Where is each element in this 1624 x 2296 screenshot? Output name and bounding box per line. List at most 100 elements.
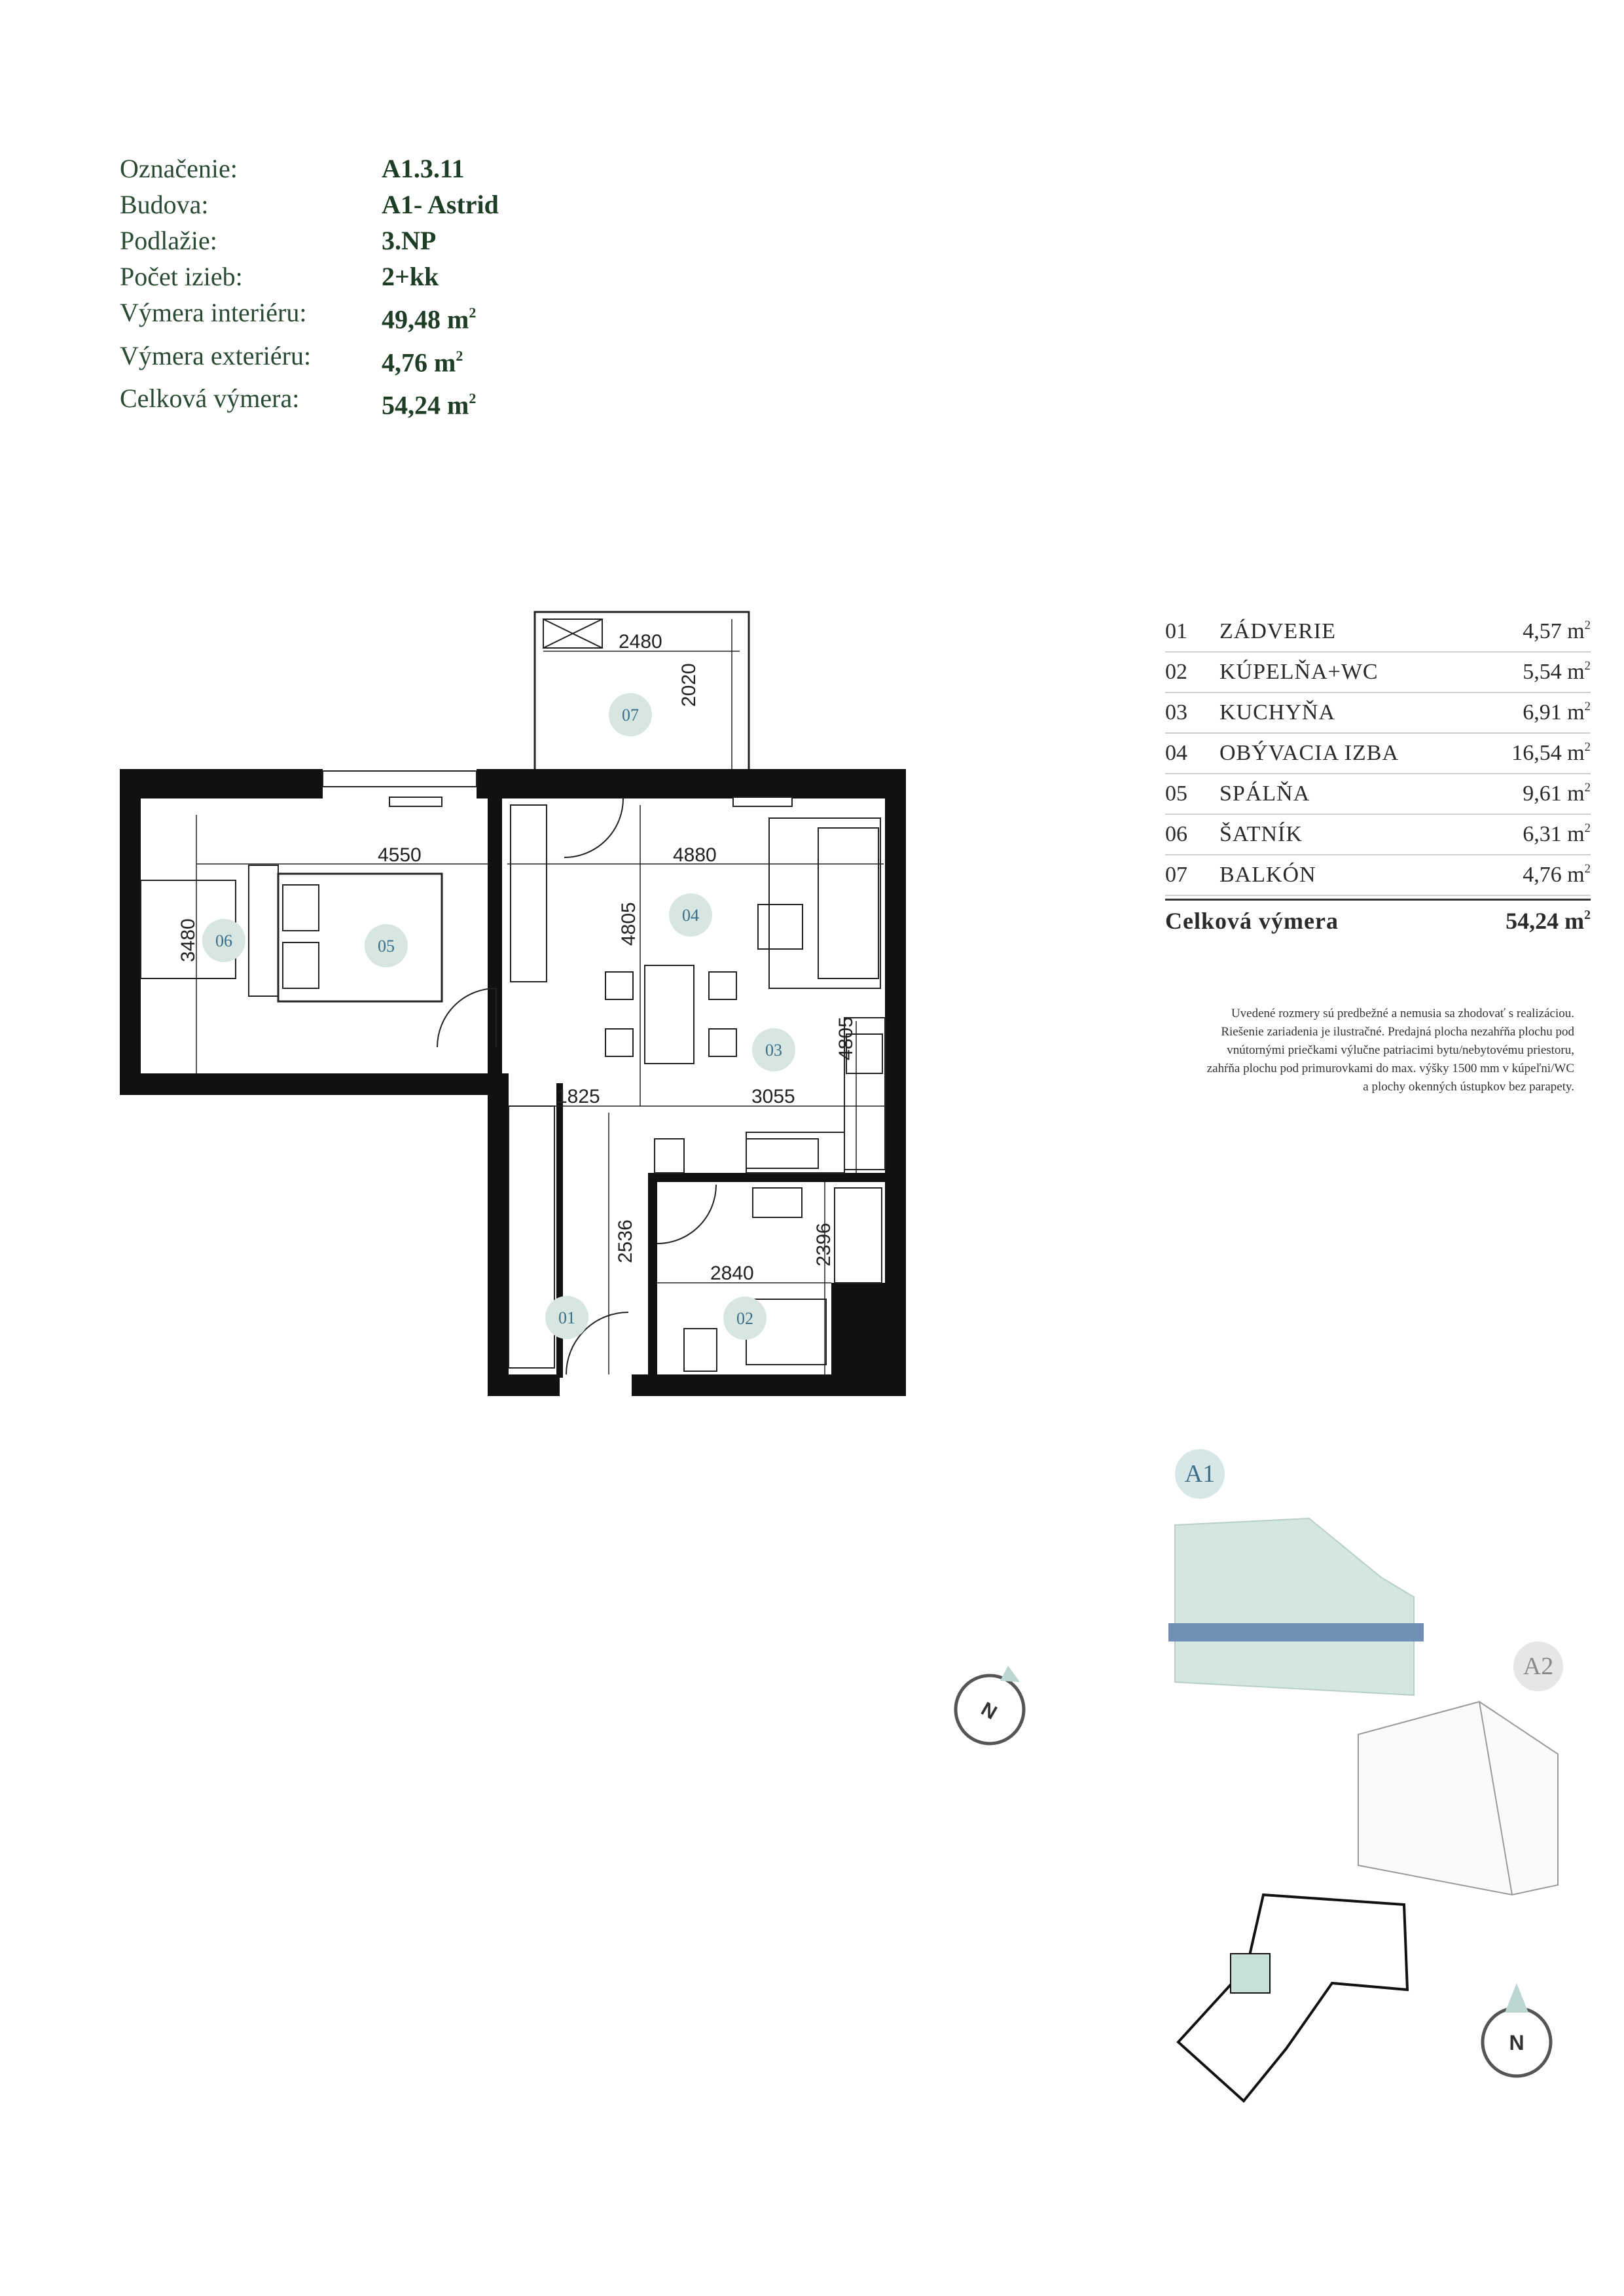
- info-row-floor: Podlažie: 3.NP: [120, 223, 499, 259]
- info-value-text: 49,48 m: [382, 304, 469, 334]
- compass-icon: [954, 1666, 1026, 1746]
- room-label-07: 07: [622, 706, 639, 725]
- info-label: Budova:: [120, 190, 209, 219]
- site-plan: [1176, 1893, 1409, 2103]
- room-number: 06: [1165, 822, 1187, 846]
- total-label: Celková výmera: [1165, 908, 1339, 934]
- dim-4880: 4880: [673, 844, 717, 866]
- room-number: 01: [1165, 619, 1187, 643]
- north-compass-icon: [1481, 1983, 1553, 2078]
- table-row: 02 KÚPELŇA+WC 5,54 m2: [1165, 653, 1591, 693]
- unit-superscript: 2: [1584, 740, 1591, 755]
- dim-4805: 4805: [618, 902, 640, 946]
- exterior-walls: [120, 769, 906, 1396]
- info-value-text: 54,24 m: [382, 390, 469, 420]
- room-area: 4,57 m2: [1492, 619, 1591, 644]
- dim-1825: 1825: [556, 1086, 600, 1107]
- dim-2396: 2396: [813, 1223, 835, 1266]
- chair: [708, 971, 737, 1000]
- room-area-text: 5,54 m: [1523, 660, 1585, 685]
- room-name: ŠATNÍK: [1219, 822, 1303, 846]
- sofa: [768, 817, 881, 989]
- bedroom-door: [437, 988, 497, 1048]
- sink: [746, 1138, 819, 1169]
- building-a1-label: A1: [1175, 1449, 1225, 1499]
- room-number: 03: [1165, 700, 1187, 725]
- room-number: 05: [1165, 781, 1187, 806]
- dim-3055: 3055: [751, 1086, 795, 1107]
- info-label: Označenie:: [120, 154, 238, 183]
- unit-superscript: 2: [1584, 619, 1591, 633]
- table-row: 01 ZÁDVERIE 4,57 m2: [1165, 612, 1591, 653]
- info-label: Výmera exteriéru:: [120, 340, 312, 370]
- chair: [605, 971, 634, 1000]
- room-markers: [202, 693, 795, 1340]
- info-row-building: Budova: A1- Astrid: [120, 187, 499, 223]
- dim-4805: 4805: [835, 1016, 857, 1060]
- info-label: Podlažie:: [120, 226, 217, 255]
- floor-highlight: [1168, 1623, 1424, 1641]
- building-a1-illustration: [1168, 1517, 1424, 1696]
- room-number: 02: [1165, 660, 1187, 684]
- chair: [605, 1028, 634, 1057]
- total-value-text: 54,24 m: [1506, 908, 1585, 934]
- kitchen-counter: [844, 1017, 886, 1170]
- room-name: SPÁLŇA: [1219, 781, 1310, 806]
- room-area-text: 9,61 m: [1523, 781, 1585, 806]
- note-line: a plochy okenných ústupkov bez parapety.: [1363, 1080, 1574, 1094]
- dim-2020: 2020: [678, 663, 700, 707]
- total-area-row: Celková výmera 54,24 m2: [1165, 899, 1591, 941]
- info-row-total-area: Celková výmera: 54,24 m2: [120, 380, 499, 423]
- armchair: [757, 904, 803, 950]
- table-row: 03 KUCHYŇA 6,91 m2: [1165, 693, 1591, 734]
- washing-machine: [834, 1187, 882, 1283]
- room-numbers: 07 06 05 04 03 01 02: [215, 706, 782, 1328]
- heater: [389, 797, 442, 807]
- table-row: 04 OBÝVACIA IZBA 16,54 m2: [1165, 734, 1591, 774]
- balcony-drain: [543, 619, 603, 649]
- room-label-04: 04: [682, 906, 699, 925]
- hall-wardrobe: [508, 1105, 555, 1369]
- disclaimer-note: Uvedené rozmery sú predbežné a nemusia s…: [1139, 1005, 1574, 1096]
- bathroom-door: [657, 1184, 717, 1244]
- room-number: 07: [1165, 863, 1187, 887]
- info-row-exterior-area: Výmera exteriéru: 4,76 m2: [120, 338, 499, 381]
- room-area: 6,31 m2: [1492, 821, 1591, 847]
- room-label-03: 03: [765, 1041, 782, 1060]
- bed: [277, 872, 443, 1003]
- chair: [708, 1028, 737, 1057]
- unit-superscript: 2: [469, 390, 477, 406]
- dimension-labels: 2480 2020 4550 4880 3480 4805 4805 1825 …: [177, 631, 857, 1284]
- room-label-05: 05: [378, 937, 395, 956]
- room-area-table: 01 ZÁDVERIE 4,57 m2 02 KÚPELŇA+WC 5,54 m…: [1165, 612, 1591, 941]
- info-value: 3.NP: [382, 226, 437, 255]
- unit-superscript: 2: [1584, 700, 1591, 714]
- unit-superscript: 2: [1584, 821, 1591, 836]
- table-row: 06 ŠATNÍK 6,31 m2: [1165, 815, 1591, 855]
- info-value: 4,76 m2: [382, 338, 463, 381]
- pillow: [282, 884, 319, 931]
- note-line: Riešenie zariadenia je ilustračné. Preda…: [1221, 1025, 1574, 1039]
- room-name: ZÁDVERIE: [1219, 619, 1336, 643]
- room-area: 5,54 m2: [1492, 659, 1591, 685]
- info-label: Celková výmera:: [120, 384, 300, 413]
- info-label: Počet izieb:: [120, 262, 243, 291]
- dining-table: [644, 965, 695, 1064]
- room-area-text: 4,57 m: [1523, 619, 1585, 644]
- table-row: 05 SPÁLŇA 9,61 m2: [1165, 774, 1591, 815]
- heater: [732, 797, 793, 807]
- wardrobe-shelf: [248, 865, 279, 997]
- room-number: 04: [1165, 741, 1187, 765]
- note-line: vnútornými priečkami výlučne patriacimi …: [1227, 1043, 1574, 1057]
- room-label-01: 01: [558, 1308, 575, 1327]
- compass-n-label: N: [1509, 2031, 1524, 2054]
- table-row: 07 BALKÓN 4,76 m2: [1165, 855, 1591, 896]
- total-value: 54,24 m2: [1492, 907, 1591, 935]
- dim-2840: 2840: [710, 1263, 754, 1284]
- cooktop: [846, 1033, 883, 1074]
- room-area-text: 4,76 m: [1523, 863, 1585, 888]
- building-a2-illustration: [1358, 1700, 1559, 1896]
- info-value: 49,48 m2: [382, 295, 476, 338]
- note-line: zahŕňa plochu pod primurovkami do max. v…: [1206, 1062, 1574, 1075]
